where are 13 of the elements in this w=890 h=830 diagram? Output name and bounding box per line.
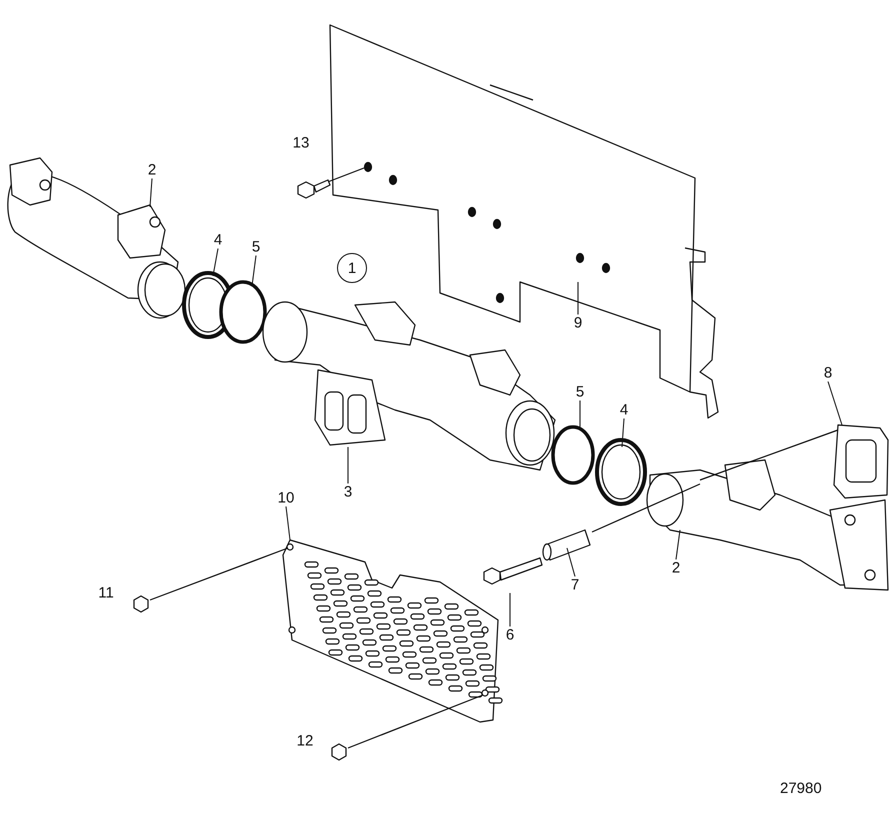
leader-line bbox=[622, 418, 624, 448]
leader-line bbox=[676, 530, 680, 560]
leader-line bbox=[252, 255, 256, 286]
callout-number: 4 bbox=[212, 232, 224, 248]
leader-line bbox=[212, 248, 218, 276]
callout-number: 5 bbox=[250, 238, 262, 256]
callout-number: 8 bbox=[822, 364, 834, 382]
leader-line bbox=[566, 548, 576, 577]
drawing-number: 27980 bbox=[780, 780, 822, 797]
leader-line bbox=[828, 381, 842, 426]
leader-line bbox=[286, 506, 290, 540]
leader-line bbox=[150, 178, 152, 208]
circled-callout-number: 1 bbox=[337, 253, 367, 283]
